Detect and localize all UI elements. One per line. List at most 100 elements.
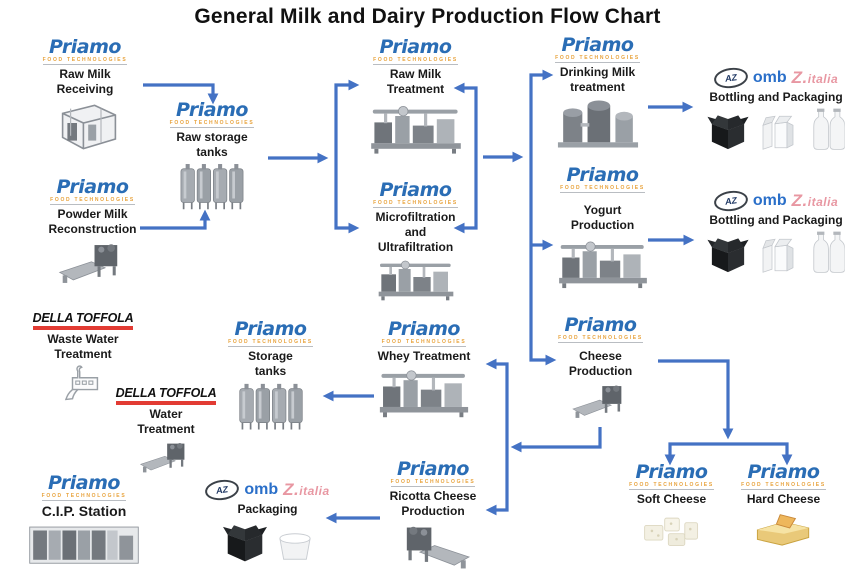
omb-wordmark: omb [752, 69, 787, 86]
omb-zitalia-logo: AZ omb Z.italia [204, 477, 330, 503]
whey-treatment-machine-image [376, 366, 472, 418]
zitalia-wordmark: Z.italia [283, 480, 330, 499]
node-yogurt-production: Priamo FOOD TECHNOLOGIES Yogurt Producti… [550, 166, 655, 291]
priamo-logo: Priamo FOOD TECHNOLOGIES [558, 316, 643, 343]
node-label: Bottling and Packaging [709, 213, 843, 227]
priamo-tagline: FOOD TECHNOLOGIES [558, 335, 643, 343]
raw-milk-receiving-machine-image [45, 99, 125, 155]
priamo-logo: Priamo FOOD TECHNOLOGIES [555, 36, 640, 63]
node-label: Raw Milk Treatment [386, 67, 445, 96]
tub-image [276, 529, 314, 563]
priamo-wordmark: Priamo [561, 34, 634, 56]
node-label: Powder Milk Reconstruction [48, 207, 137, 236]
bottling-products-image [706, 230, 846, 274]
omb-wordmark: omb [244, 481, 279, 498]
node-soft-cheese: Priamo FOOD TECHNOLOGIES Soft Cheese [623, 463, 720, 551]
waste-water-factory-icon [62, 364, 104, 402]
priamo-logo: Priamo FOOD TECHNOLOGIES [381, 320, 467, 347]
priamo-tagline: FOOD TECHNOLOGIES [41, 493, 127, 501]
priamo-wordmark: Priamo [566, 164, 639, 186]
priamo-tagline: FOOD TECHNOLOGIES [629, 482, 714, 490]
node-label: Packaging [237, 502, 298, 516]
yogurt-machine-image [556, 235, 650, 291]
priamo-wordmark: Priamo [234, 318, 307, 340]
priamo-tagline: FOOD TECHNOLOGIES [373, 57, 458, 65]
arrow-split-into-treatment-and-filtration [334, 79, 360, 234]
node-label: Storage tanks [248, 349, 293, 378]
node-label: Raw Milk Receiving [56, 67, 114, 96]
priamo-wordmark: Priamo [379, 179, 452, 201]
node-label: Whey Treatment [377, 349, 471, 363]
priamo-logo: Priamo FOOD TECHNOLOGIES [390, 458, 476, 487]
della-toffola-red-bar [32, 326, 134, 330]
priamo-logo: Priamo FOOD TECHNOLOGIES [373, 181, 458, 208]
priamo-tagline: FOOD TECHNOLOGIES [373, 200, 458, 208]
hard-cheese-image [749, 509, 819, 547]
az-oval-logo: AZ [712, 188, 750, 214]
omb-zitalia-logo: AZ omb Z.italia [712, 188, 838, 214]
arrow-receiving-to-raw-storage [143, 83, 219, 105]
priamo-tagline: FOOD TECHNOLOGIES [390, 479, 476, 487]
node-whey-treatment: Priamo FOOD TECHNOLOGIES Whey Treatment [370, 320, 478, 418]
priamo-logo: Priamo FOOD TECHNOLOGIES [228, 320, 313, 347]
priamo-logo: Priamo FOOD TECHNOLOGIES [42, 36, 128, 65]
omb-zitalia-logo: AZ omb Z.italia [712, 65, 838, 91]
priamo-tagline: FOOD TECHNOLOGIES [381, 339, 467, 347]
bottling-products-image [706, 107, 846, 151]
cheese-production-machine-image [568, 381, 634, 423]
storage-tanks-image [237, 381, 305, 433]
node-label: Water Treatment [137, 407, 195, 436]
node-microfiltration-ultrafiltration: Priamo FOOD TECHNOLOGIES Microfiltration… [363, 181, 468, 301]
arrow-powder-to-raw-storage [140, 209, 211, 230]
raw-milk-treatment-machine-image [368, 99, 464, 157]
priamo-logo: Priamo FOOD TECHNOLOGIES [41, 472, 127, 501]
water-treatment-machine-image [137, 439, 195, 477]
node-cheese-production: Priamo FOOD TECHNOLOGIES Cheese Producti… [548, 316, 653, 423]
node-label: Microfiltration and Ultrafiltration [375, 210, 456, 254]
node-label: Bottling and Packaging [709, 90, 843, 104]
node-label: Hard Cheese [746, 492, 821, 506]
priamo-wordmark: Priamo [49, 36, 121, 58]
ricotta-machine-image [391, 521, 475, 575]
az-oval-logo: AZ [712, 65, 750, 91]
node-raw-milk-treatment: Priamo FOOD TECHNOLOGIES Raw Milk Treatm… [363, 38, 468, 157]
priamo-tagline: FOOD TECHNOLOGIES [169, 120, 255, 128]
milk-cartons-image [757, 113, 799, 151]
node-label: C.I.P. Station [41, 503, 127, 519]
priamo-wordmark: Priamo [397, 458, 469, 480]
node-bottling-packaging-1: AZ omb Z.italia Bottling and Packaging [700, 65, 852, 151]
arrow-junction-whey-and-ricotta [485, 358, 509, 516]
priamo-wordmark: Priamo [48, 472, 120, 494]
della-toffola-logo: DELLA TOFFOLA [32, 311, 134, 330]
priamo-logo: Priamo FOOD TECHNOLOGIES [560, 166, 645, 193]
node-label: Drinking Milk treatment [559, 65, 636, 94]
arrow-cheese-to-cheese-split [658, 359, 734, 440]
open-box-image [706, 232, 750, 274]
node-packaging: AZ omb Z.italia Packaging [200, 477, 335, 563]
packaging-products-image [221, 519, 314, 563]
priamo-wordmark: Priamo [56, 176, 129, 198]
milk-cartons-image [757, 236, 799, 274]
arrow-cheese-to-whey-junction [510, 427, 602, 453]
node-label: Waste Water Treatment [47, 332, 119, 361]
priamo-wordmark: Priamo [635, 461, 708, 483]
priamo-logo: Priamo FOOD TECHNOLOGIES [373, 38, 458, 65]
node-storage-tanks: Priamo FOOD TECHNOLOGIES Storage tanks [218, 320, 323, 433]
node-hard-cheese: Priamo FOOD TECHNOLOGIES Hard Cheese [735, 463, 832, 547]
priamo-wordmark: Priamo [176, 99, 248, 121]
arrow-distribution-drinking-and-cheese [529, 69, 557, 366]
node-label: Yogurt Production [570, 203, 635, 232]
milk-bottles-image [806, 107, 846, 151]
milk-bottles-image [806, 230, 846, 274]
az-oval-logo: AZ [204, 477, 241, 503]
della-toffola-wordmark: DELLA TOFFOLA [115, 386, 217, 400]
node-bottling-packaging-2: AZ omb Z.italia Bottling and Packaging [700, 188, 852, 274]
open-box-image [221, 519, 269, 563]
node-label: Ricotta Cheese Production [389, 489, 477, 518]
priamo-logo: Priamo FOOD TECHNOLOGIES [50, 178, 135, 205]
node-label: Raw storage tanks [176, 130, 248, 159]
priamo-wordmark: Priamo [379, 36, 452, 58]
priamo-wordmark: Priamo [564, 314, 637, 336]
